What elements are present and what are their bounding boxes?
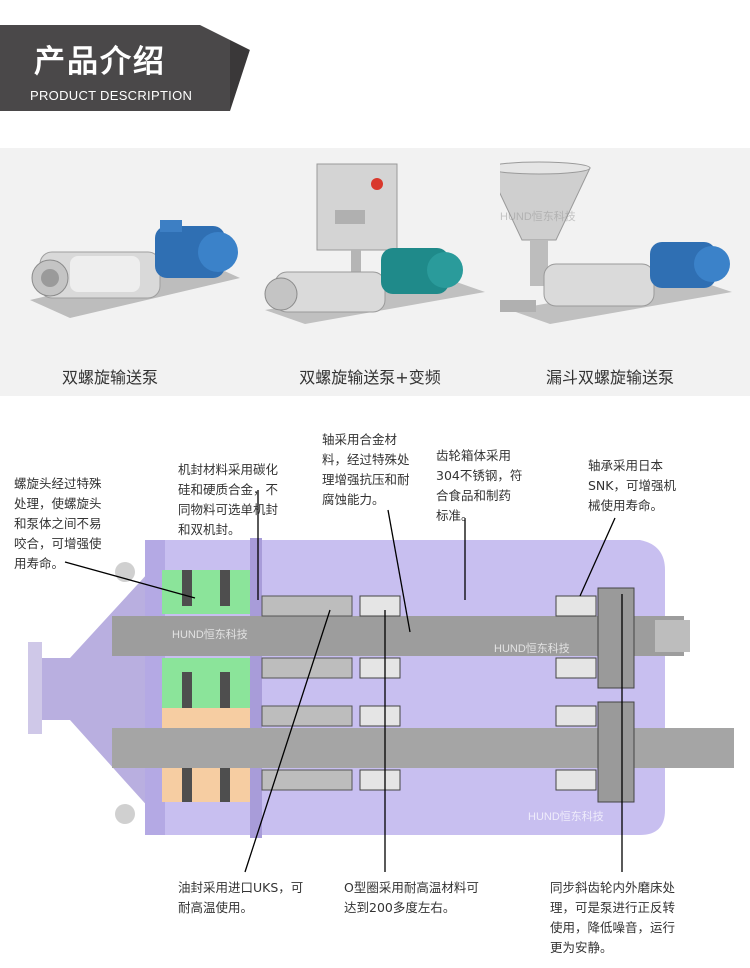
product-image-twin-screw-pump-vfd (264, 163, 485, 324)
sync-gear-lower (597, 701, 635, 803)
note-oil-seal: 油封采用进口UKS，可耐高温使用。 (178, 880, 304, 915)
bearings (359, 595, 597, 791)
note-shaft: 轴采用合金材料，经过特殊处理增强抗压和耐腐蚀能力。 (322, 432, 410, 507)
product-caption-3: 漏斗双螺旋输送泵 (545, 368, 674, 387)
diagram-watermark-3: HUND恒东科技 (528, 811, 604, 823)
inlet-flange (28, 642, 42, 734)
product-caption-2: 双螺旋输送泵+变频 (299, 368, 441, 387)
header-title: 产品介绍 (34, 44, 166, 80)
product-caption-1: 双螺旋输送泵 (61, 368, 158, 387)
screw-head-upper (162, 570, 250, 614)
diagram-watermark-2: HUND恒东科技 (494, 643, 570, 655)
note-sync-gear: 同步斜齿轮内外磨床处理，可是泵进行正反转使用，降低噪音，运行更为安静。 (550, 880, 676, 955)
leader-lines (64, 490, 623, 873)
header-subtitle: PRODUCT DESCRIPTION (30, 88, 193, 103)
product-image-twin-screw-pump (30, 220, 240, 318)
product-image-hopper-twin-screw-pump (500, 161, 732, 324)
header-badge-shape (0, 25, 260, 111)
watermark: HUND恒东科技 (500, 211, 576, 223)
note-mechanical-seal: 机封材料采用碳化硅和硬质合金，不同物料可选单机封和双机封。 (178, 462, 279, 537)
note-screw-head: 螺旋头经过特殊处理，使螺旋头和泵体之间不易咬合，可增强使用寿命。 (14, 476, 102, 571)
lower-shaft (112, 728, 734, 768)
upper-shaft (112, 616, 684, 656)
sync-gear-upper (597, 587, 635, 689)
section-header (0, 25, 260, 111)
pump-cutaway-diagram (28, 490, 734, 873)
note-o-ring: O型圈采用耐高温材料可达到200多度左右。 (344, 880, 479, 915)
diagram-watermark-1: HUND恒东科技 (172, 629, 248, 641)
inlet-cone (42, 560, 160, 820)
